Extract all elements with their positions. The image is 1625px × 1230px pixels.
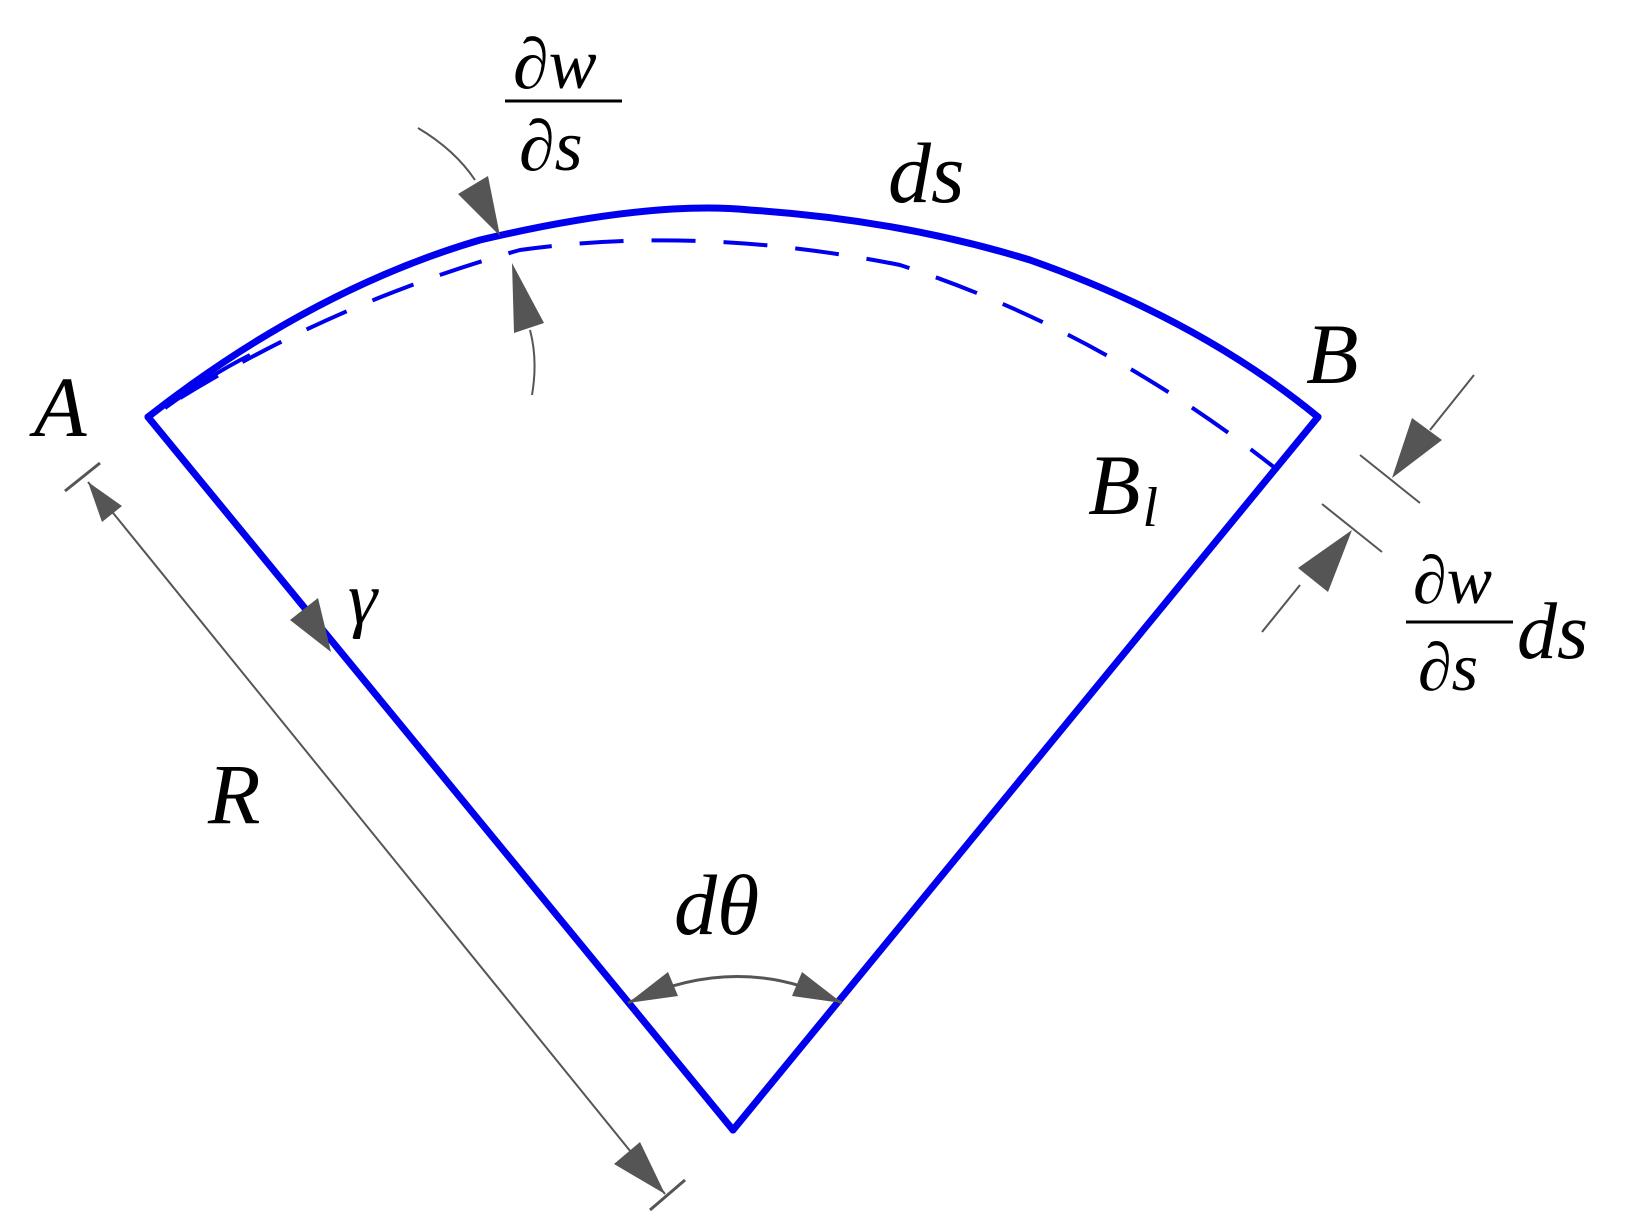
outer-arc: [144, 204, 1322, 421]
slope-denominator: ∂s: [519, 106, 583, 186]
angle-arrow-left: [628, 972, 678, 1003]
label-gamma: γ: [348, 558, 379, 640]
slope-fraction: ∂w ∂s: [505, 24, 622, 186]
radius-dimension: [64, 461, 686, 1212]
offset-indicator: [1261, 374, 1475, 633]
offset-numerator: ∂w: [1413, 542, 1492, 618]
element-sector: [144, 204, 1322, 1134]
dimension-tick-bottom: [649, 1178, 686, 1212]
deformed-arc-dashed: [178, 238, 1277, 470]
label-b1: Bl: [1088, 437, 1158, 539]
offset-suffix: ds: [1517, 588, 1588, 676]
slope-indicator: [417, 127, 544, 396]
label-radius: R: [207, 746, 261, 842]
slope-arrow-up: [512, 263, 544, 333]
label-angle: dθ: [674, 857, 759, 953]
offset-leader-outer: [1429, 374, 1475, 431]
slope-numerator: ∂w: [513, 24, 597, 104]
angle-arrow-right: [792, 972, 842, 1003]
radius-left: [144, 413, 737, 1134]
offset-fraction: ∂w ∂s ds: [1406, 542, 1588, 705]
dimension-tick-top: [64, 461, 101, 493]
slope-arrow-down: [458, 176, 500, 236]
offset-leader-inner: [1261, 584, 1301, 633]
angle-indicator: [627, 972, 843, 1005]
dimension-arrow-bottom: [614, 1142, 665, 1194]
inner-arc-start: [163, 353, 251, 410]
slope-curve-lower: [529, 329, 536, 396]
offset-tick-inner: [1321, 503, 1383, 553]
dimension-arrow-top: [88, 482, 122, 522]
slope-curve-upper: [417, 127, 476, 181]
offset-arrow-inner: [1298, 530, 1352, 592]
gamma-arrow: [290, 598, 331, 652]
label-a: A: [29, 359, 87, 455]
label-arc-length: ds: [888, 125, 964, 221]
label-b: B: [1306, 306, 1359, 402]
offset-arrow-outer: [1392, 418, 1442, 478]
offset-denominator: ∂s: [1418, 629, 1478, 705]
radius-right: [729, 413, 1322, 1134]
dimension-line: [87, 481, 666, 1195]
offset-tick-outer: [1359, 454, 1421, 504]
